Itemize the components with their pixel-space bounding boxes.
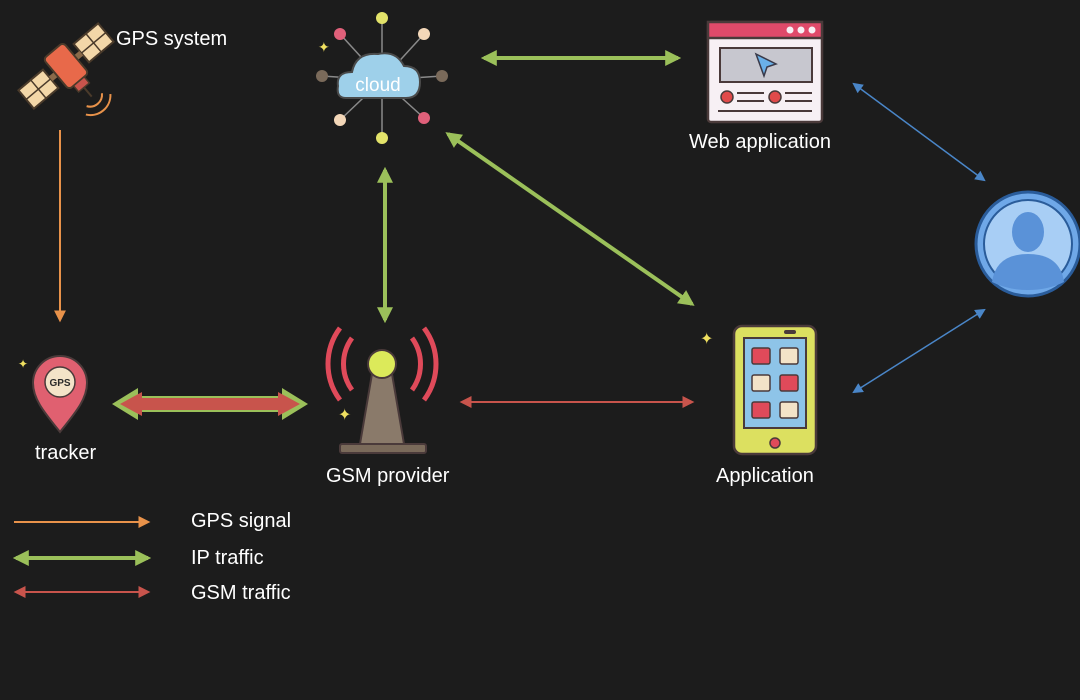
tablet-icon: ✦ — [700, 324, 818, 456]
user-avatar-icon — [974, 190, 1080, 298]
satellite-icon — [17, 21, 115, 117]
sparkle-icon: ✦ — [318, 39, 330, 55]
browser-window-icon — [706, 20, 824, 124]
radio-tower-icon: ✦ — [325, 326, 439, 454]
gsm-provider-label: GSM provider — [326, 465, 450, 487]
cloud-label: cloud — [355, 75, 400, 96]
map-pin-icon: GPS ✦ — [18, 355, 89, 434]
user-link-web — [852, 82, 986, 182]
user-link-app — [852, 308, 986, 394]
connections — [54, 50, 986, 420]
legend — [12, 516, 152, 598]
legend-label-gsm-traffic: GSM traffic — [191, 582, 291, 604]
cloud-icon: cloud ✦ — [316, 12, 448, 144]
tracker-gps-text: GPS — [49, 378, 70, 389]
gsm-traffic-tracker-provider — [112, 388, 308, 420]
tracker-label: tracker — [35, 442, 97, 464]
web-application-label: Web application — [689, 131, 831, 153]
application-label: Application — [716, 465, 814, 487]
sparkle-icon: ✦ — [338, 407, 351, 424]
legend-label-ip-traffic: IP traffic — [191, 547, 264, 569]
legend-label-gps-signal: GPS signal — [191, 510, 292, 532]
gps-system-label: GPS system — [116, 28, 228, 50]
sparkle-icon: ✦ — [18, 357, 28, 371]
ip-traffic-cloud-app — [445, 132, 695, 306]
sparkle-icon: ✦ — [700, 331, 713, 348]
